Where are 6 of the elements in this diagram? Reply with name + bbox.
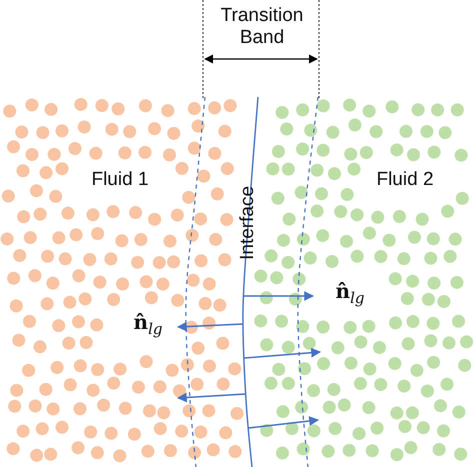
interface-label: Interface xyxy=(237,186,259,260)
vector-label: n̂$_{lg}$ xyxy=(134,311,162,338)
region-label: Fluid 2 xyxy=(376,169,434,191)
vector-label: n̂$_{lg}$ xyxy=(336,280,364,308)
region-label: Transition Band xyxy=(220,5,304,49)
region-label: Fluid 1 xyxy=(91,169,149,191)
